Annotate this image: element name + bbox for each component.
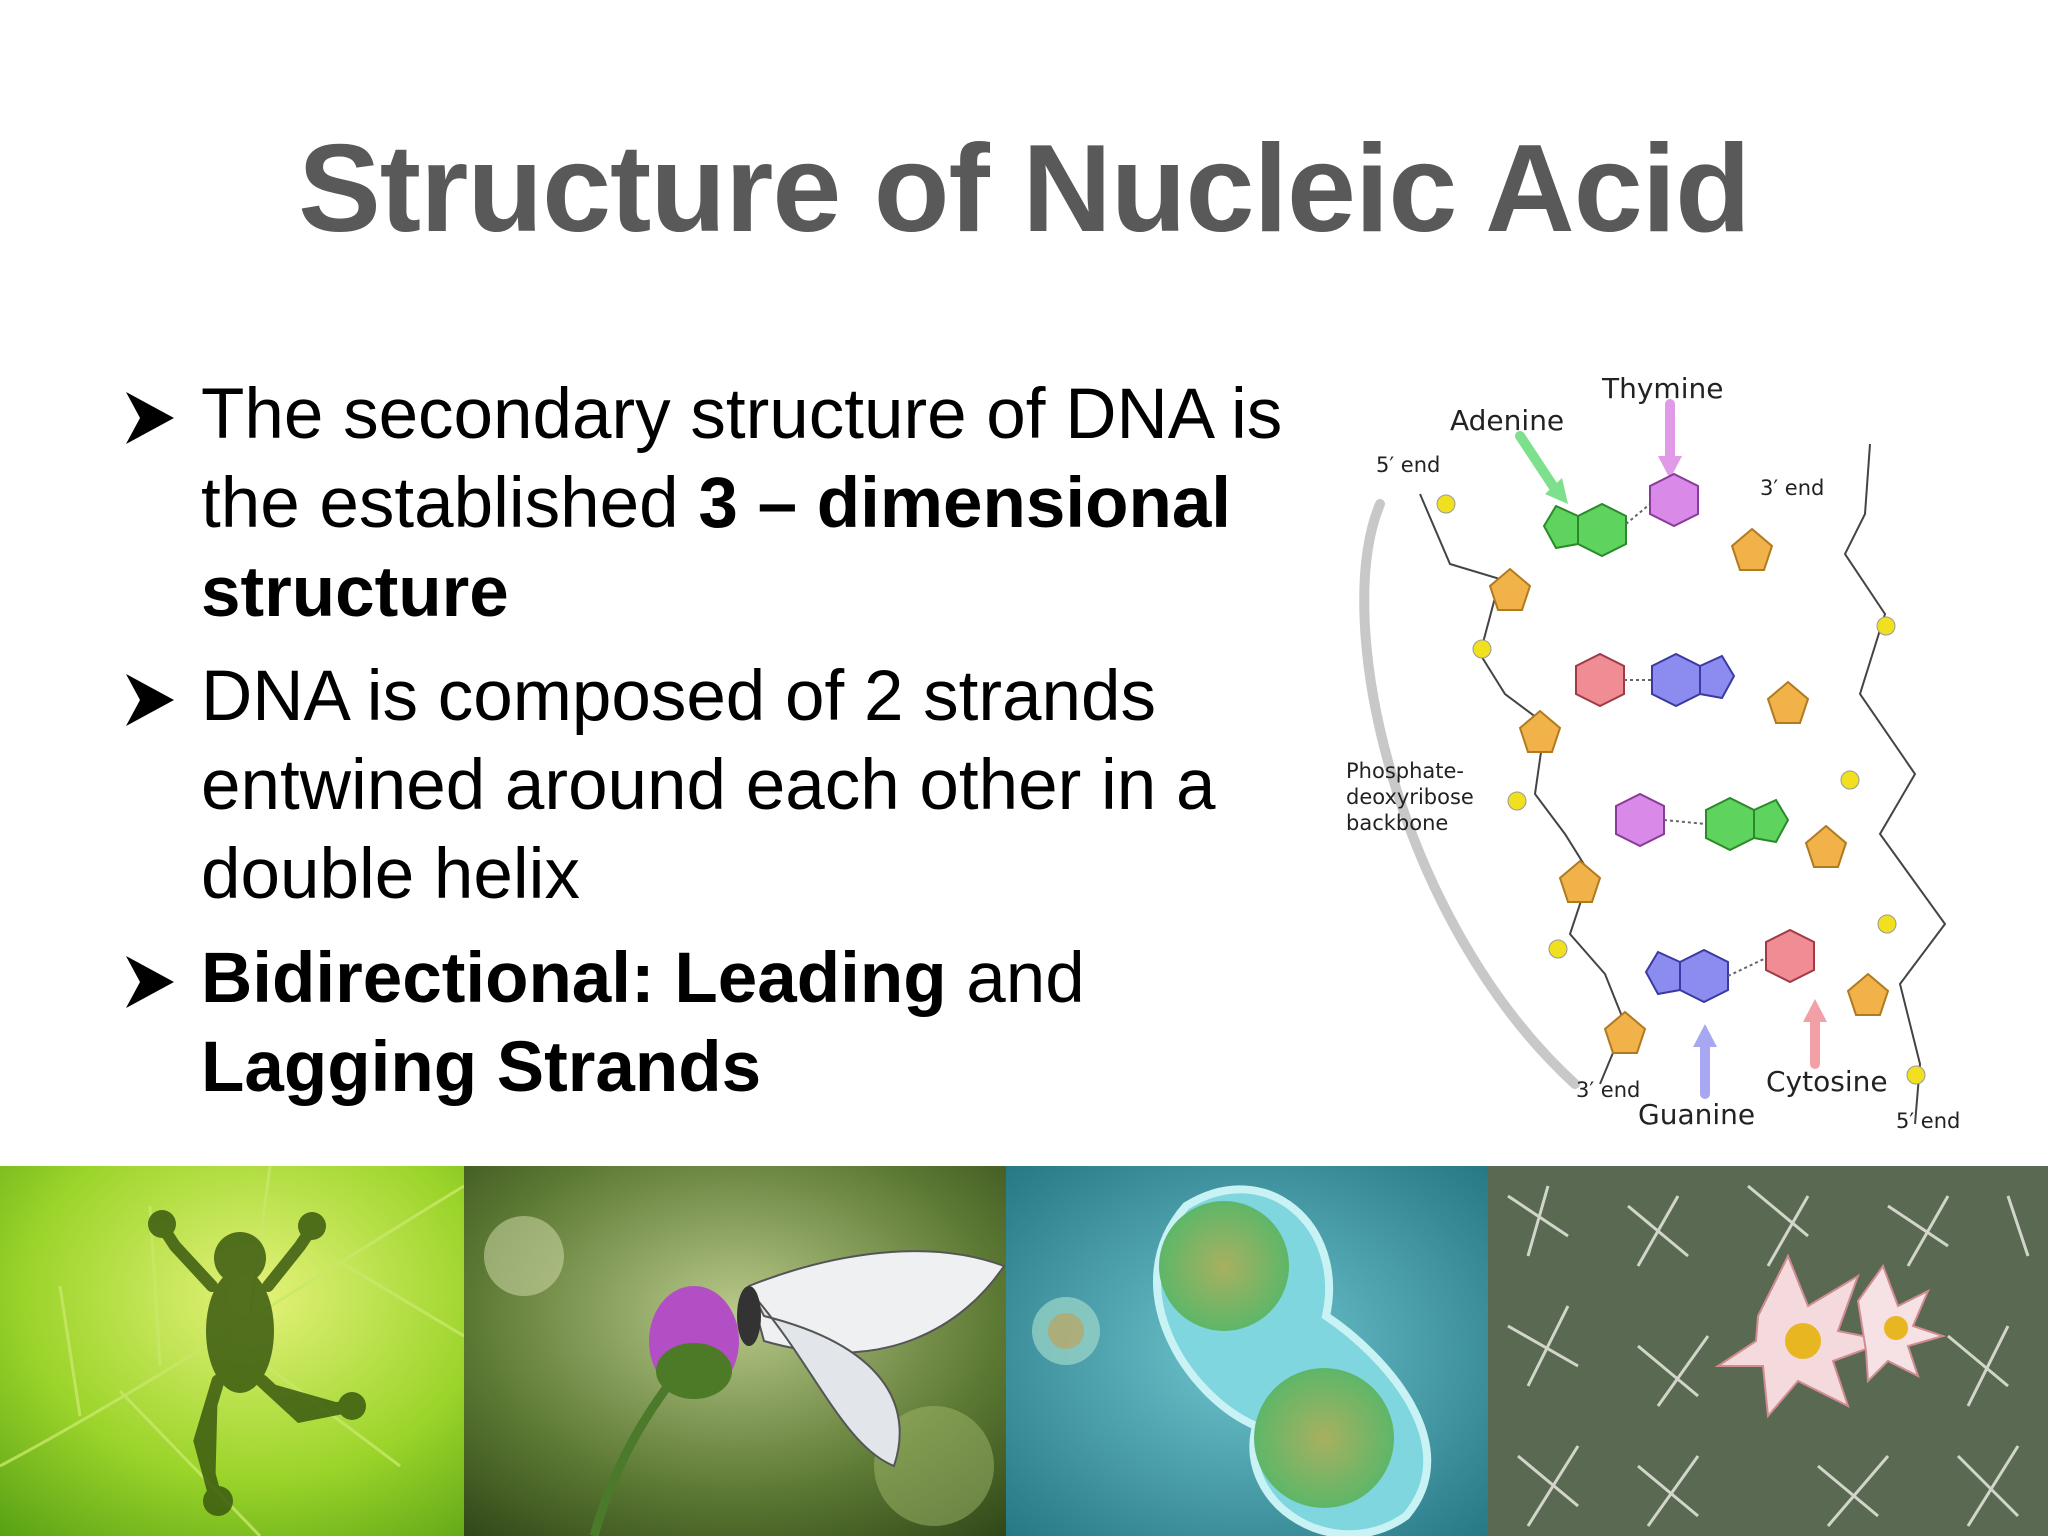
bullet-list: The secondary structure of DNA is the es… <box>124 370 1294 1127</box>
dividing-cell-icon <box>1006 1166 1488 1536</box>
three-end-top-label: 3′ end <box>1760 476 1824 500</box>
adenine-base-icon <box>1542 502 1627 558</box>
adenine-arrow-icon <box>1515 431 1560 494</box>
right-strand <box>1843 443 1947 1125</box>
five-end-bottom-label: 5′ end <box>1896 1109 1960 1133</box>
thymine-base-icon <box>1615 792 1665 848</box>
bullet-text: The secondary structure of DNA is the es… <box>201 375 1283 543</box>
butterfly-on-flower-icon <box>464 1166 1006 1536</box>
bullet-bold-text: Lagging Strands <box>201 1028 762 1107</box>
phosphate-groups <box>1436 494 1926 1085</box>
adenine-base-icon <box>1705 796 1790 852</box>
bullet-item: DNA is composed of 2 strands entwined ar… <box>124 652 1294 919</box>
bullet-item: The secondary structure of DNA is the es… <box>124 370 1294 637</box>
sugar-rings <box>1488 527 1890 1054</box>
guanine-base-icon <box>1651 652 1736 708</box>
photo-strip <box>0 1166 2048 1536</box>
cytosine-base-icon <box>1765 928 1815 984</box>
bullet-item: Bidirectional: Leading and Lagging Stran… <box>124 934 1294 1112</box>
thymine-base-icon <box>1649 472 1699 528</box>
bullet-text: DNA is composed of 2 strands entwined ar… <box>201 657 1216 914</box>
dna-structure-diagram: Thymine Adenine 5′ end 3′ end Phosphate-… <box>1346 372 1960 1133</box>
cytosine-base-icon <box>1575 652 1625 708</box>
cactus-blossom-icon <box>1714 1253 1947 1419</box>
backbone-label-line1: Phosphate- <box>1346 759 1464 783</box>
three-end-bottom-label: 3′ end <box>1576 1078 1640 1102</box>
cactus-flower-icon <box>1488 1166 2048 1536</box>
adenine-label: Adenine <box>1450 404 1564 437</box>
arrowhead-bullet-icon <box>126 956 174 1008</box>
backbone-label-line3: backbone <box>1346 811 1448 835</box>
thymine-label: Thymine <box>1601 372 1723 405</box>
bullet-text: and <box>946 939 1085 1018</box>
backbone-label-line2: deoxyribose <box>1346 785 1474 809</box>
backbone-bracket <box>1359 499 1580 1089</box>
five-end-top-label: 5′ end <box>1376 453 1440 477</box>
arrowhead-bullet-icon <box>126 674 174 726</box>
bullet-bold-text: 3 – dimensional structure <box>201 464 1232 632</box>
slide-title: Structure of Nucleic Acid <box>298 120 1751 258</box>
bullet-bold-text: Bidirectional: Leading <box>201 939 947 1018</box>
guanine-label: Guanine <box>1638 1098 1755 1131</box>
frog-silhouette-on-leaf-icon <box>0 1166 464 1536</box>
cytosine-label: Cytosine <box>1766 1065 1888 1098</box>
arrowhead-bullet-icon <box>126 392 174 444</box>
guanine-base-icon <box>1644 948 1729 1004</box>
